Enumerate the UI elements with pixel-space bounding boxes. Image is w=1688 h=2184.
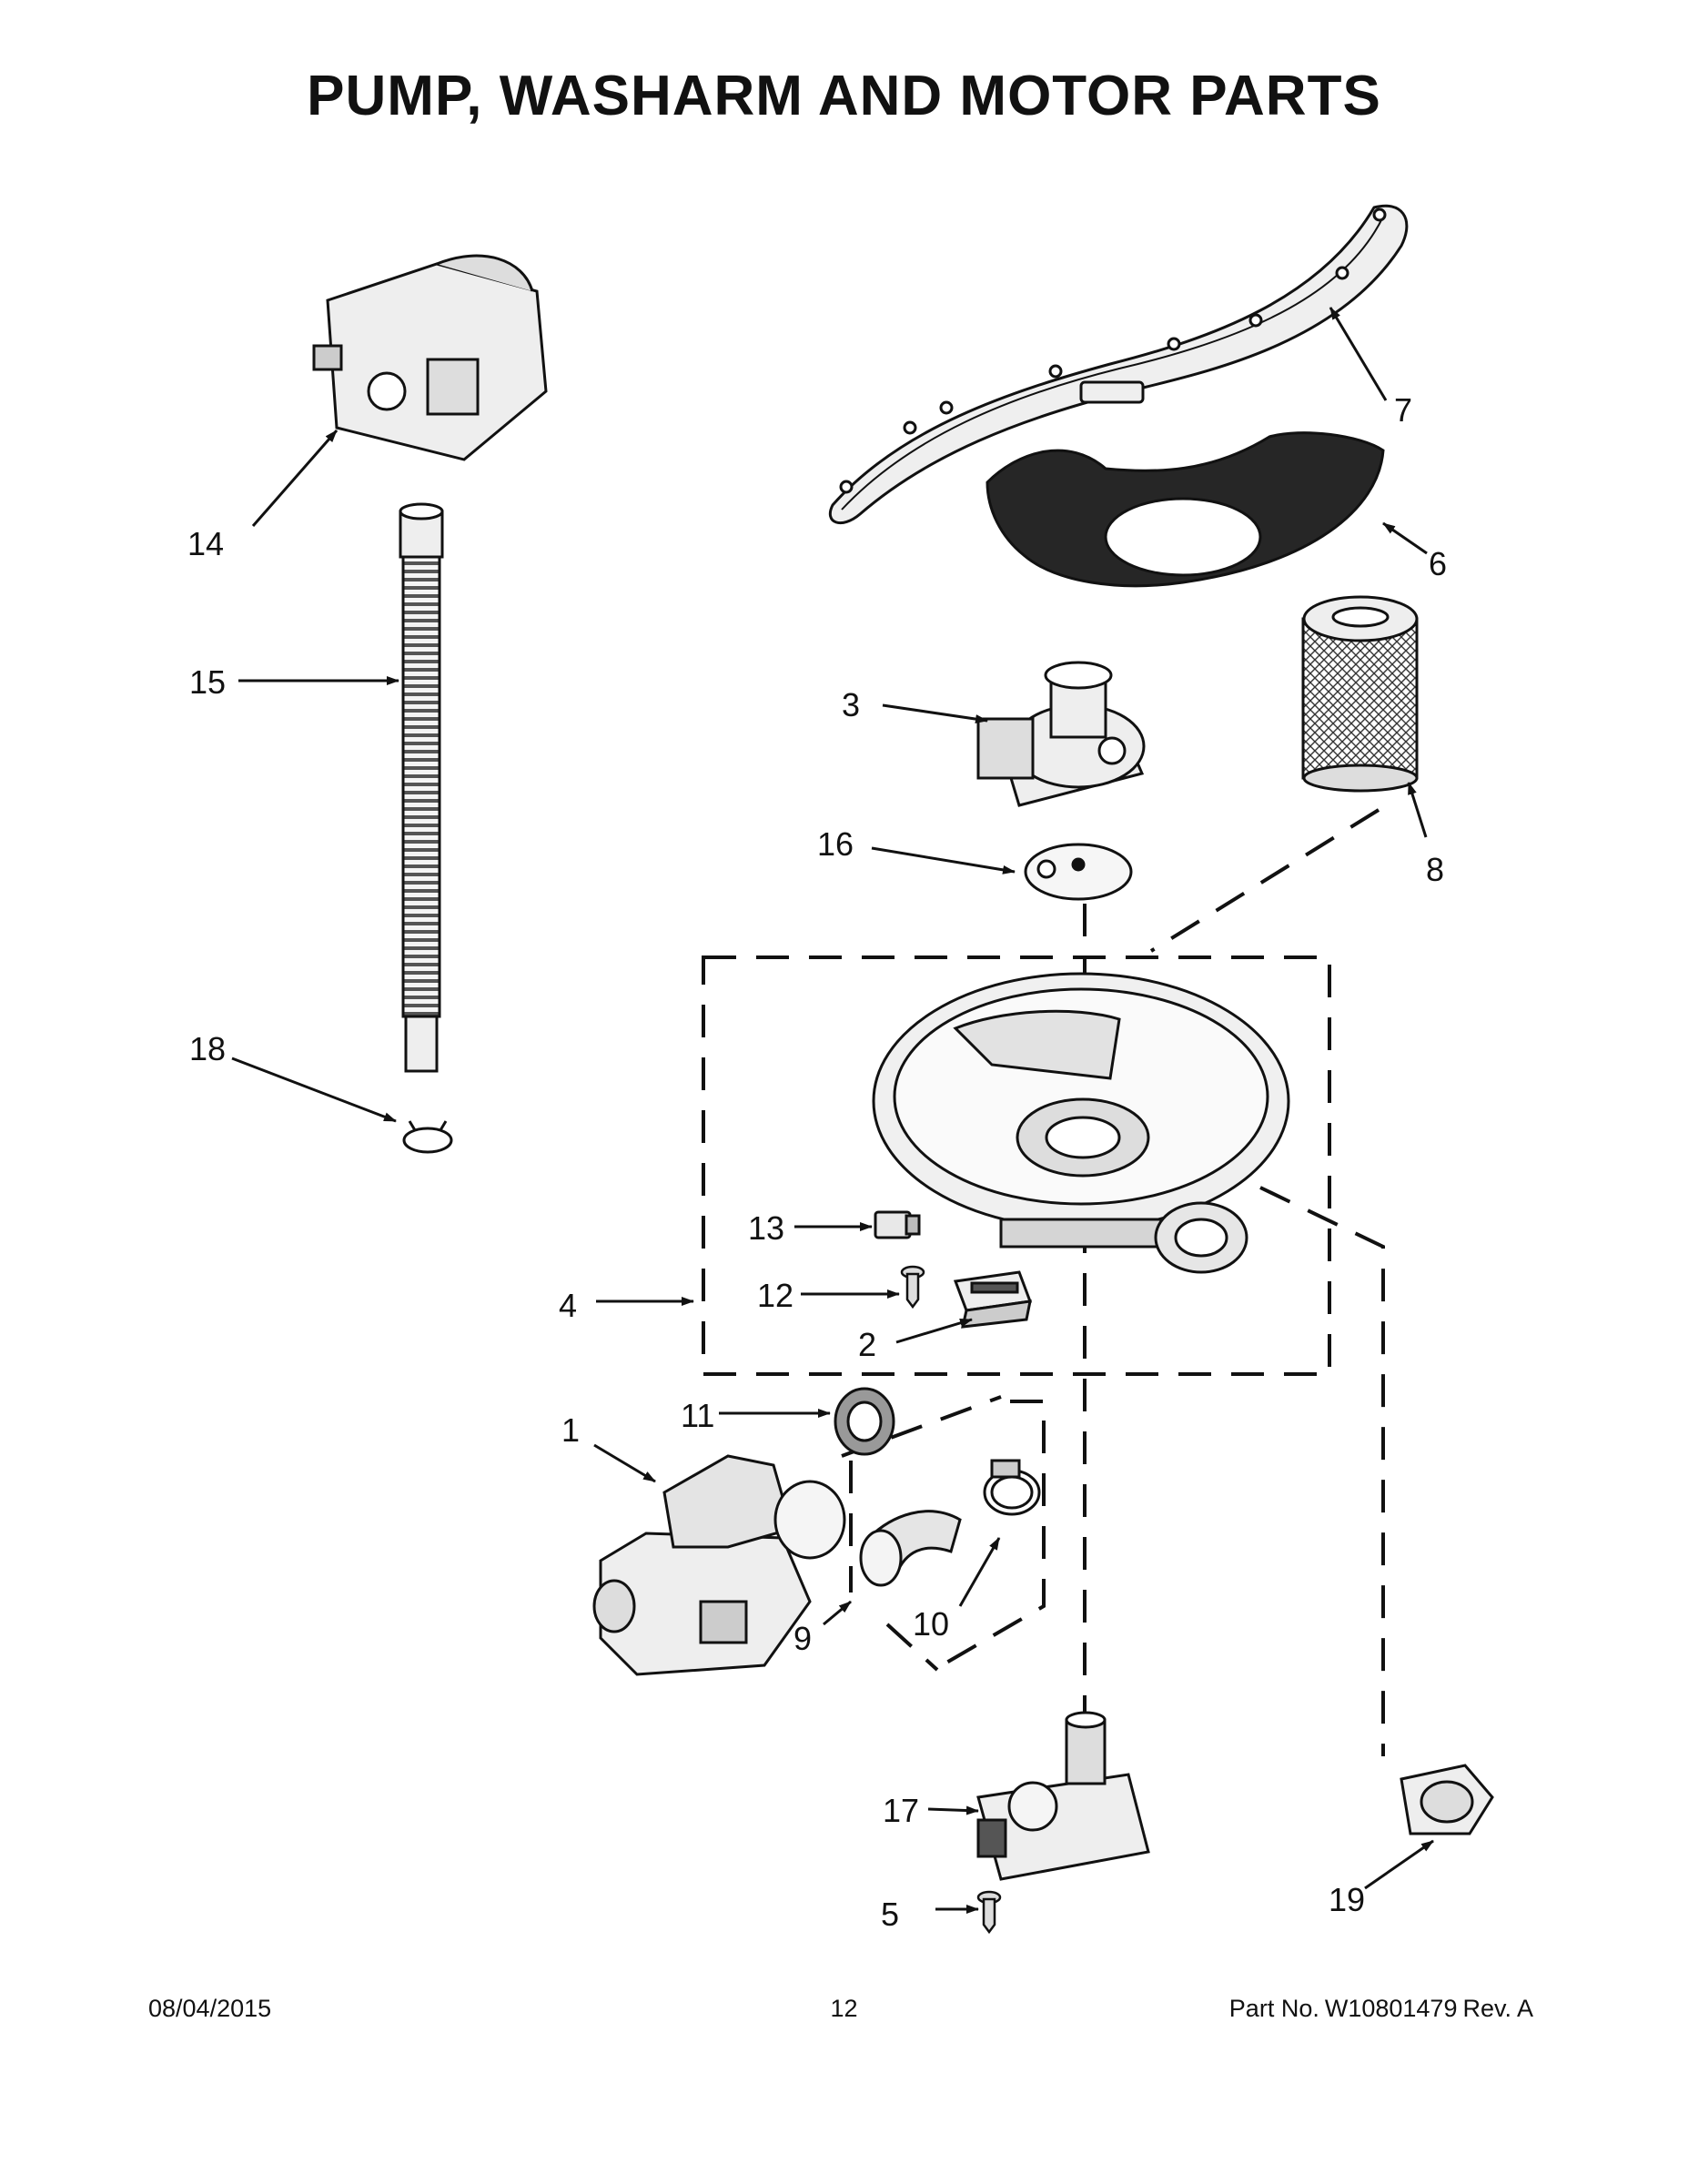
spray-deflector xyxy=(986,431,1385,588)
callout-14: 14 xyxy=(187,525,224,562)
hose-elbow xyxy=(859,1510,962,1587)
gasket-disk xyxy=(1024,843,1133,901)
connector-block xyxy=(953,1270,1033,1329)
wash-arm xyxy=(828,204,1409,524)
dashed-guides xyxy=(702,808,1385,1756)
callout-8: 8 xyxy=(1426,851,1444,888)
sump-assembly-box xyxy=(702,956,1331,1376)
callout-7: 7 xyxy=(1394,391,1412,429)
callout-1: 1 xyxy=(561,1411,580,1449)
rev-label: Rev. xyxy=(1462,1995,1511,2022)
drain-hose xyxy=(399,502,444,1073)
callout-3: 3 xyxy=(842,686,860,723)
sump xyxy=(872,972,1290,1274)
callout-12: 12 xyxy=(757,1277,793,1314)
screw-12 xyxy=(900,1265,925,1309)
callout-6: 6 xyxy=(1429,545,1447,582)
footer-page-number: 12 xyxy=(830,1995,858,2022)
callout-18: 18 xyxy=(189,1030,226,1067)
callout-labels: 1 2 3 4 5 6 7 8 9 10 11 12 13 14 15 16 1… xyxy=(187,391,1447,1933)
part-label: Part No. xyxy=(1228,1995,1319,2022)
drain-hose-clamp xyxy=(402,1120,453,1154)
filter-assembly xyxy=(1301,595,1419,793)
callout-15: 15 xyxy=(189,663,226,701)
drain-pump xyxy=(312,254,548,461)
screw-5 xyxy=(976,1890,1002,1935)
callout-2: 2 xyxy=(858,1326,876,1363)
hose-connection-box xyxy=(841,1395,1046,1672)
callout-17: 17 xyxy=(883,1792,919,1829)
rev-value: A xyxy=(1516,1995,1533,2022)
diverter-assembly xyxy=(976,661,1146,807)
callout-10: 10 xyxy=(913,1605,949,1643)
callout-9: 9 xyxy=(793,1620,812,1657)
pump-motor xyxy=(592,1454,846,1676)
callout-11: 11 xyxy=(681,1397,714,1434)
hose-clamp xyxy=(983,1459,1041,1516)
turbidity-sensor xyxy=(1400,1764,1494,1835)
part-number: W10801479 xyxy=(1324,1995,1458,2022)
thermistor xyxy=(874,1210,921,1239)
leader-arrows xyxy=(231,307,1434,1914)
callout-4: 4 xyxy=(559,1287,577,1324)
diverter-motor xyxy=(976,1711,1150,1881)
callout-13: 13 xyxy=(748,1209,784,1247)
callout-19: 19 xyxy=(1329,1881,1365,1918)
footer-date: 08/04/2015 xyxy=(148,1995,272,2022)
callout-5: 5 xyxy=(881,1896,899,1933)
page-title: PUMP, WASHARM AND MOTOR PARTS xyxy=(307,65,1381,127)
callout-16: 16 xyxy=(817,825,854,863)
seal-ring xyxy=(834,1387,895,1456)
